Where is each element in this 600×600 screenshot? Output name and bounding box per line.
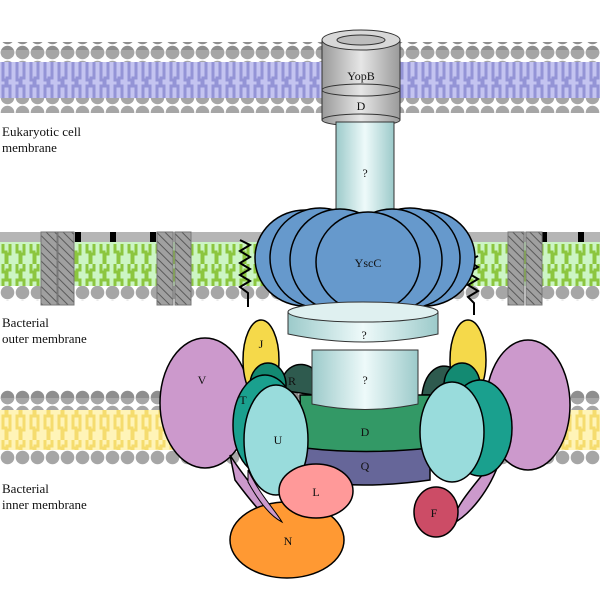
- label-line-2: inner membrane: [2, 497, 87, 512]
- needle-label: ?: [362, 166, 367, 180]
- yscl: [278, 463, 354, 519]
- porin-channel: [40, 231, 75, 306]
- inner-membrane-label: Bacterial inner membrane: [2, 481, 87, 513]
- yscf: [413, 486, 459, 538]
- yscn-label: N: [284, 534, 293, 548]
- yscc-label: YscC: [355, 256, 382, 270]
- outer-membrane-label: Bacterial outer membrane: [2, 315, 87, 347]
- label-line-2: outer membrane: [2, 331, 87, 346]
- yscv-tail-left-front: [247, 469, 284, 524]
- yopd-label: D: [357, 99, 366, 113]
- yscd-label: D: [361, 425, 370, 439]
- porin-channel: [156, 231, 192, 306]
- ring-upper: ?: [287, 301, 439, 343]
- label-line-1: Bacterial: [2, 315, 49, 330]
- porin-channel: [507, 231, 543, 306]
- yscq-label: Q: [361, 459, 370, 473]
- label-line-1: Eukaryotic cell: [2, 124, 82, 139]
- yopb-yopd-pore: YopB D: [321, 29, 401, 127]
- yscc-secretin: YscC: [254, 207, 476, 313]
- eukaryotic-membrane: [0, 42, 600, 113]
- ysct-label: T: [239, 393, 247, 407]
- yscu-left: [243, 384, 309, 496]
- label-line-2: membrane: [2, 140, 57, 155]
- label-line-1: Bacterial: [2, 481, 49, 496]
- ring-lower-label: ?: [362, 373, 367, 387]
- yscu-right: [419, 381, 485, 483]
- yopb-label: YopB: [347, 69, 374, 83]
- yscj-label: J: [259, 337, 264, 351]
- ring-upper-label: ?: [361, 328, 366, 342]
- yscv-label: V: [198, 373, 207, 387]
- eukaryotic-membrane-label: Eukaryotic cell membrane: [2, 124, 81, 156]
- yscu-label: U: [274, 433, 283, 447]
- yscl-label: L: [312, 485, 319, 499]
- ring-lower: ?: [311, 349, 419, 410]
- yscf-label: F: [431, 506, 438, 520]
- yscr-label: R: [288, 374, 296, 388]
- lipid-anchor-left: [238, 239, 253, 307]
